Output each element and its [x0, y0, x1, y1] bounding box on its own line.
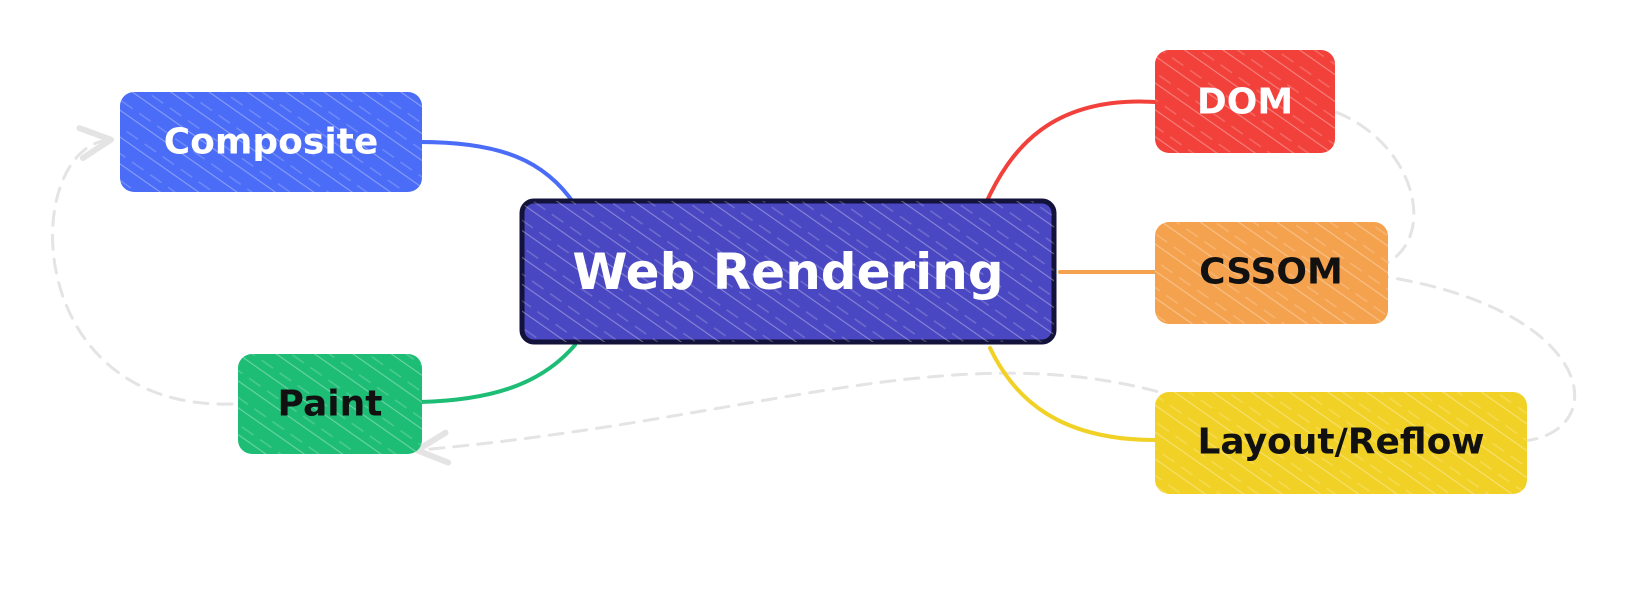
flow-arrow-paint-to-composite [51, 125, 234, 406]
central-node-label: Web Rendering [572, 243, 1003, 301]
node-paint[interactable]: Paint [238, 354, 422, 454]
node-dom-label: DOM [1197, 82, 1293, 123]
node-cssom[interactable]: CSSOM [1155, 222, 1388, 324]
connector-layout [988, 346, 1157, 442]
connector-paint [418, 343, 577, 404]
node-cssom-label: CSSOM [1199, 252, 1343, 293]
central-node[interactable]: Web Rendering [519, 198, 1057, 345]
connector-dom [983, 99, 1157, 207]
node-composite-label: Composite [164, 122, 379, 163]
connectors [418, 99, 1157, 442]
connector-composite [418, 140, 577, 207]
node-dom[interactable]: DOM [1155, 50, 1335, 153]
node-paint-label: Paint [278, 384, 383, 425]
node-composite[interactable]: Composite [120, 92, 422, 192]
node-layout[interactable]: Layout/Reflow [1155, 392, 1527, 494]
flow-arrow-layout-to-paint [414, 371, 1182, 466]
flow-arrow-cssom-to-layout [1348, 270, 1577, 462]
node-layout-label: Layout/Reflow [1197, 422, 1484, 463]
